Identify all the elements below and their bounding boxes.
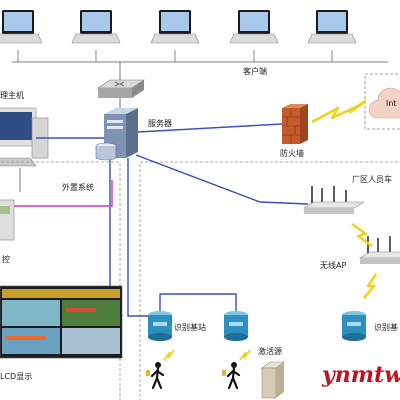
laptop-icon [229,10,279,44]
field-area-dashed [139,161,400,400]
signal-lightning [239,349,251,361]
lcd-wall-icon [0,285,123,359]
wireless-ap-label: 无线AP [320,260,346,270]
client-drop-lines [17,50,333,62]
lcd-label: LCD显示 [0,372,32,381]
laptop-icon [307,10,357,44]
cloud-icon [368,87,400,119]
control-label: 控 [2,254,10,264]
lightning-bolt [363,273,378,299]
walking-person-icon [146,362,165,390]
server-icon [104,108,138,158]
lightning-bolt [311,98,367,124]
laptop-icon [150,10,200,44]
desktop-computer-icon [0,107,49,167]
wireless-router-icon [302,186,366,214]
switch-icon [97,79,145,98]
signal-lightning [163,349,175,361]
walking-person-icon [222,362,241,390]
base-station-icon [342,311,366,341]
server-firewall-link [137,123,283,133]
plant-area-label: 厂区人员车 [352,174,392,184]
firewall-icon [282,104,308,144]
base-station-label-2: 识别基 [374,322,398,332]
control-magenta-link [0,180,113,207]
internet-label: Int [386,99,397,108]
control-device-icon [0,199,15,241]
activator-icon [261,361,285,399]
host-label: 理主机 [0,90,24,100]
base-station-label: 识别基站 [174,322,206,332]
base-station-icon [224,311,248,341]
lightning-bolt [351,222,373,248]
firewall-label: 防火墙 [280,148,304,158]
laptop-icon [71,10,121,44]
laptop-icon [0,10,43,44]
activator-label: 激活源 [258,346,282,356]
database-icon [95,142,117,161]
peripheral-label: 外置系统 [62,182,94,192]
wireless-router-icon [358,236,400,264]
server-to-base-station-link [127,158,160,317]
server-to-lcd-link [109,160,120,289]
clients-label: 客户端 [243,66,267,76]
server-to-router-link [135,154,309,205]
control-area-dashed [0,161,121,400]
base-station-icon [148,311,172,341]
watermark-text: ynmtw [321,362,400,388]
base-station-bus [159,293,237,316]
server-label: 服务器 [148,118,172,128]
